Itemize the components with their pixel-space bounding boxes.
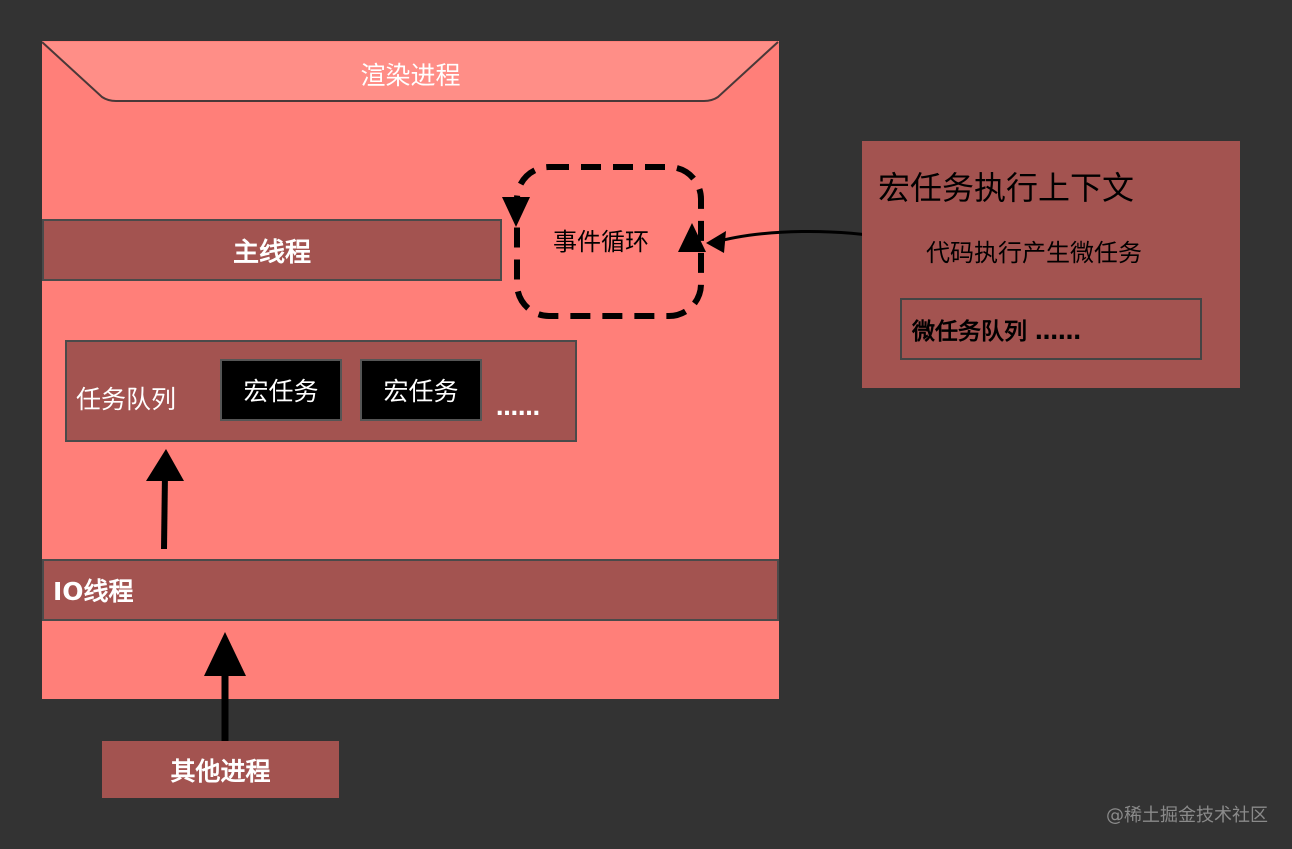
event-loop-label: 事件循环 [553, 228, 649, 256]
main-thread-label: 主线程 [232, 237, 311, 268]
io-thread-bar: IO线程 [42, 559, 779, 621]
micro-task-queue-label: 微任务队列 …… [912, 319, 1082, 345]
macro-context-subtitle: 代码执行产生微任务 [926, 239, 1142, 267]
macro-context-title: 宏任务执行上下文 [878, 169, 1135, 207]
io-thread-label: IO线程 [53, 577, 134, 606]
macro-task-item: 宏任务 [360, 359, 482, 421]
macro-task-item: 宏任务 [220, 359, 342, 421]
other-process-label: 其他进程 [170, 756, 271, 786]
other-process-box: 其他进程 [102, 741, 339, 798]
event-loop-arrow-down-icon [502, 197, 530, 227]
task-queue-ellipsis: …… [496, 396, 540, 421]
connector-left-arrowhead-icon [706, 231, 726, 253]
watermark: @稀土掘金技术社区 [1106, 805, 1268, 826]
event-loop-arrow-up-icon [678, 223, 706, 252]
io-to-queue-arrow [146, 449, 184, 550]
arrow-up-icon [146, 449, 184, 481]
macro-context-box [862, 141, 1240, 388]
micro-task-queue-box: 微任务队列 …… [900, 298, 1202, 360]
render-process-tab [42, 41, 779, 102]
task-queue-label: 任务队列 [76, 385, 177, 414]
render-process-title: 渲染进程 [360, 61, 461, 90]
main-thread-bar: 主线程 [42, 219, 502, 281]
other-to-io-arrow [204, 632, 246, 741]
event-loop-box [502, 164, 706, 319]
arrow-up-icon [204, 632, 246, 676]
